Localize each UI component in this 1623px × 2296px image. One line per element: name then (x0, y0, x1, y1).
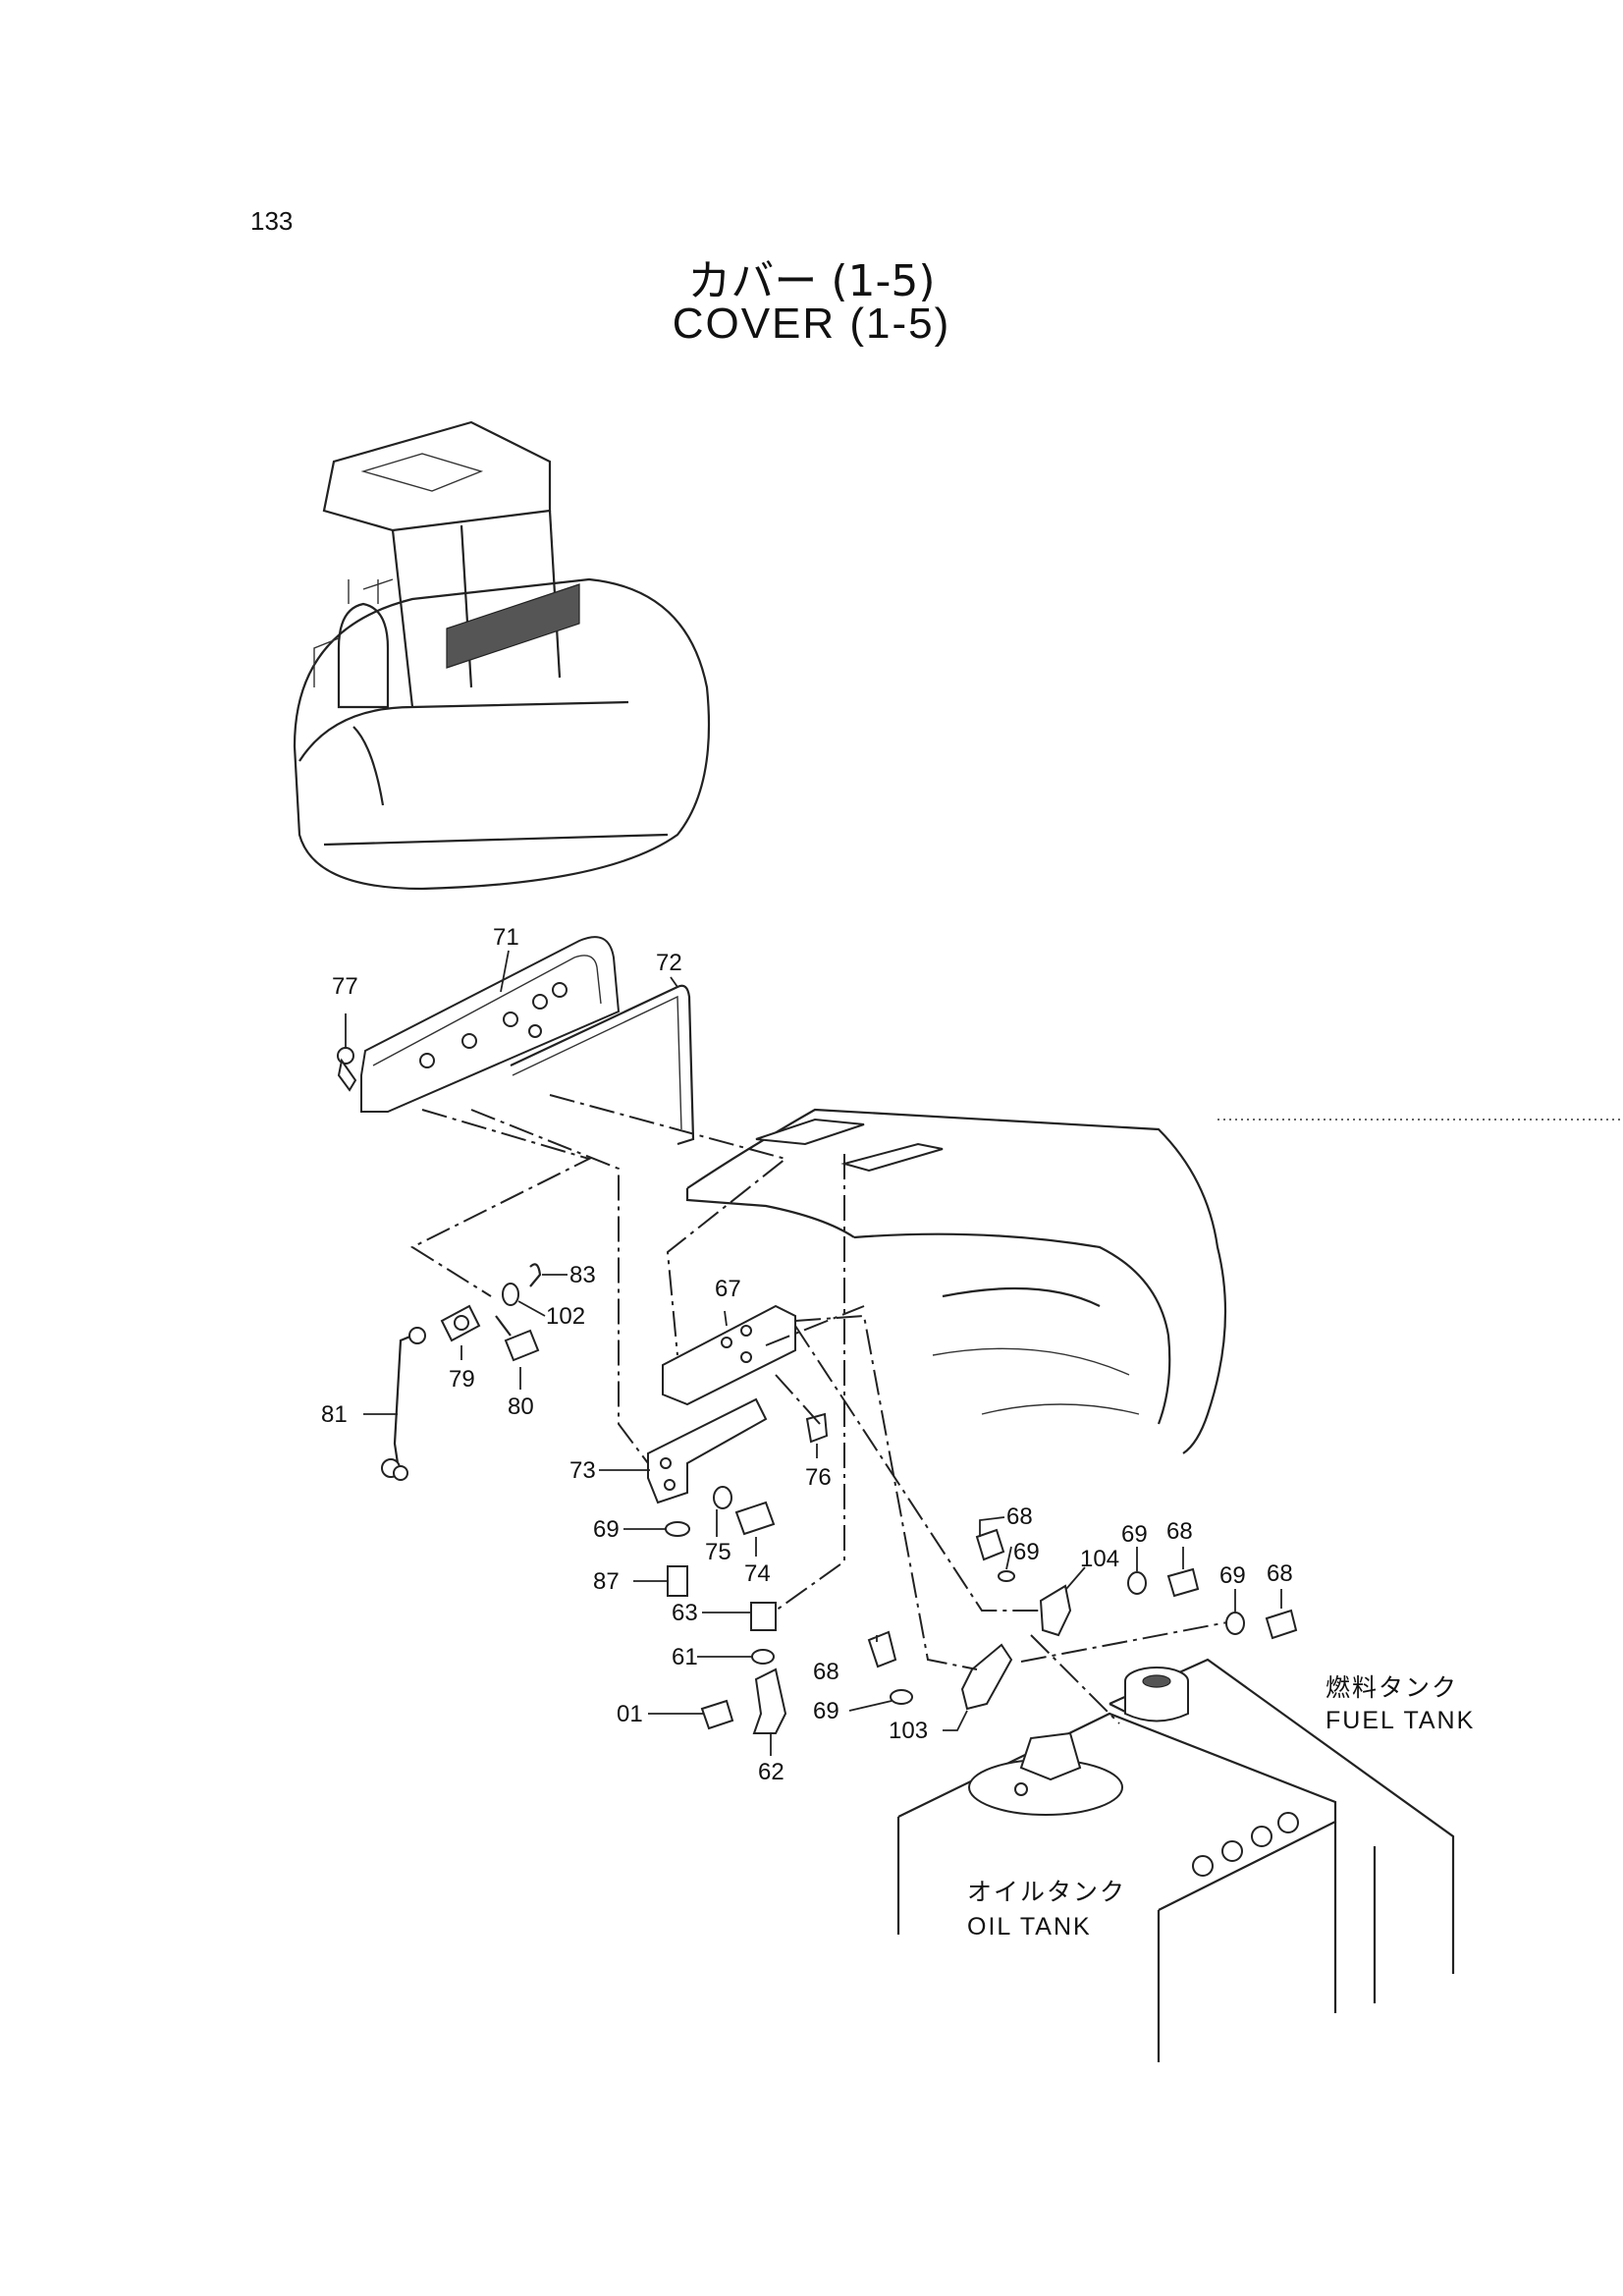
washer-part-69b (890, 1689, 913, 1705)
callout-80: 80 (508, 1394, 534, 1420)
oil-tank-drawing (896, 1712, 1337, 2062)
bolt-part-63 (750, 1602, 777, 1631)
callout-79: 79 (449, 1366, 475, 1393)
bolt-part-74 (734, 1501, 776, 1536)
washer-part-102 (502, 1283, 519, 1306)
washer-part-61 (751, 1649, 775, 1665)
leader-lines (345, 950, 1282, 1756)
callout-69-right: 69 (1121, 1521, 1148, 1548)
washer-part-75 (713, 1486, 732, 1509)
seal-part-72 (510, 984, 695, 1146)
callout-68-right: 68 (1166, 1518, 1193, 1545)
callout-72: 72 (656, 950, 682, 976)
fuel-tank-drawing (1109, 1658, 1455, 2003)
callout-67: 67 (715, 1276, 741, 1302)
page-title-japanese: カバー (1-5) (687, 256, 936, 306)
callout-83: 83 (569, 1262, 596, 1288)
fuel-tank-label-en: FUEL TANK (1325, 1707, 1475, 1734)
callout-74: 74 (744, 1560, 771, 1587)
bolt-part-01 (700, 1699, 734, 1730)
excavator-overview-drawing (293, 420, 711, 891)
callout-102: 102 (546, 1303, 585, 1330)
washer-part-69a (665, 1521, 690, 1537)
pin-part-83 (529, 1263, 542, 1287)
page-title-english: COVER (1-5) (672, 300, 951, 348)
clip-part-77 (337, 1047, 357, 1092)
hinge-part-79 (440, 1304, 481, 1342)
oil-tank-label-jp: オイルタンク (967, 1879, 1126, 1906)
callout-69-left: 69 (593, 1516, 620, 1543)
callout-68-center: 68 (813, 1659, 839, 1685)
bracket-part-73 (647, 1397, 768, 1504)
callout-68-upper: 68 (1006, 1503, 1033, 1530)
callout-labels: 71 72 77 83 102 79 80 81 67 76 73 69 75 … (321, 924, 1293, 1785)
bolt-part-68d (1265, 1609, 1298, 1640)
callout-01: 01 (617, 1701, 643, 1727)
bolt-part-87 (667, 1565, 688, 1597)
callout-69-center: 69 (813, 1698, 839, 1724)
callout-87: 87 (593, 1568, 620, 1595)
hood-drawing (685, 1108, 1623, 1454)
callout-81: 81 (321, 1401, 348, 1428)
callout-73: 73 (569, 1457, 596, 1484)
callout-69-far-right: 69 (1219, 1562, 1246, 1589)
rod-part-81 (381, 1327, 426, 1481)
bolt-part-76 (805, 1412, 829, 1444)
callout-104: 104 (1080, 1546, 1119, 1572)
callout-68-far-right: 68 (1267, 1560, 1293, 1587)
callout-103: 103 (889, 1718, 928, 1744)
callout-76: 76 (805, 1464, 832, 1491)
bolt-part-68c (1166, 1567, 1200, 1598)
tank-labels: 燃料タンク FUEL TANK オイルタンク OIL TANK (967, 1674, 1475, 1941)
bolt-part-68a (867, 1630, 897, 1668)
callout-62: 62 (758, 1759, 784, 1785)
washer-part-69c (998, 1570, 1015, 1582)
callout-75: 75 (705, 1539, 731, 1565)
bracket-part-103 (960, 1643, 1013, 1711)
callout-63: 63 (672, 1600, 698, 1626)
oil-tank-label-en: OIL TANK (967, 1913, 1092, 1941)
fuel-tank-label-jp: 燃料タンク (1325, 1674, 1458, 1702)
bracket-part-104 (1039, 1584, 1072, 1637)
washer-part-69e (1225, 1612, 1245, 1635)
bracket-part-67 (662, 1304, 796, 1406)
callout-61: 61 (672, 1644, 698, 1670)
callout-77: 77 (332, 973, 358, 1000)
callout-69-upper: 69 (1013, 1539, 1040, 1565)
alignment-lines (409, 1094, 1228, 1724)
cover-part-71 (360, 936, 621, 1113)
washer-part-69d (1127, 1571, 1147, 1595)
bolt-part-80 (495, 1315, 540, 1362)
callout-71: 71 (493, 924, 519, 951)
bolt-part-68b (975, 1528, 1005, 1561)
bracket-part-62 (752, 1667, 787, 1734)
page-number: 133 (250, 206, 294, 236)
